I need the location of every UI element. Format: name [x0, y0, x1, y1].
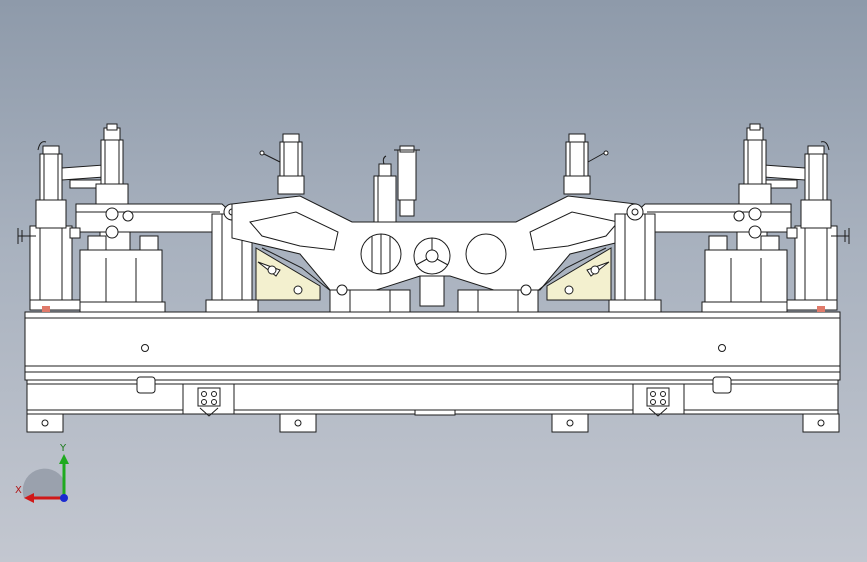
- right-top-clamp: [563, 133, 609, 195]
- axis-triad: Y X: [10, 440, 80, 510]
- triad-base-arc: [22, 468, 64, 498]
- left-diagonal-support: [255, 247, 321, 301]
- triad-z-axis: [60, 494, 68, 502]
- right-mirrored-side: [546, 123, 850, 313]
- left-cross-arm: [69, 203, 247, 239]
- left-top-clamp: [259, 133, 305, 195]
- lower-center-clamps: [329, 284, 539, 313]
- left-end-post: [17, 141, 119, 312]
- forklift-pockets: [182, 383, 685, 417]
- right-end-post: [748, 141, 850, 312]
- right-cross-arm: [620, 203, 798, 239]
- center-clamp: [373, 145, 420, 223]
- triad-x-arrow: [24, 493, 34, 503]
- axis-triad-icon: [22, 454, 69, 503]
- base-feet: [26, 413, 840, 433]
- center-handwheel: [413, 237, 451, 307]
- base-frame: [24, 311, 841, 416]
- y-axis-label: Y: [60, 443, 67, 454]
- right-mid-block: [608, 203, 662, 313]
- triad-y-arrow: [59, 454, 69, 464]
- x-axis-label: X: [15, 485, 22, 496]
- right-diagonal-support: [546, 247, 612, 301]
